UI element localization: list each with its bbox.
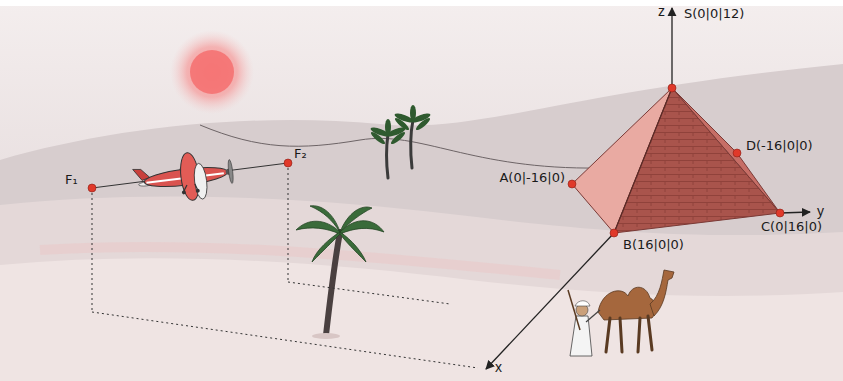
- background: [0, 0, 843, 6]
- coordinate-axes: [671, 8, 672, 88]
- point-label: S(0|0|12): [683, 6, 745, 21]
- background: [0, 258, 843, 381]
- background: [200, 125, 600, 168]
- point-label: F₁: [64, 172, 79, 187]
- airplane: [182, 190, 186, 194]
- small-palms: [393, 105, 431, 132]
- camel-and-rider: [586, 310, 600, 322]
- big-palm: [312, 232, 340, 262]
- camel-and-rider: [606, 316, 652, 352]
- big-palm: [340, 207, 372, 232]
- big-palm: [310, 206, 340, 232]
- airplane: [192, 163, 208, 200]
- camel-and-rider: [638, 318, 640, 352]
- big-palm: [296, 206, 384, 262]
- dotted-projection-lines: [92, 193, 93, 312]
- point-markers: [668, 84, 676, 92]
- axis-label: y: [816, 204, 825, 219]
- pyramid: [572, 88, 780, 233]
- point-markers: [733, 149, 741, 157]
- dotted-projection-lines: [92, 312, 478, 368]
- point-markers: [88, 84, 784, 237]
- coordinate-axes: [486, 233, 614, 369]
- small-palms: [411, 120, 413, 168]
- point-label: B(16|0|0): [622, 237, 685, 252]
- point-markers: [284, 159, 292, 167]
- airplane: [196, 188, 200, 192]
- background: [0, 196, 843, 381]
- airplane: [131, 147, 235, 207]
- airplane: [227, 159, 234, 183]
- point-markers: [568, 180, 576, 188]
- small-palms: [387, 134, 389, 178]
- coordinate-axes: [486, 8, 810, 369]
- camel-and-rider: [570, 316, 592, 356]
- camel-and-rider: [620, 318, 622, 352]
- small-palms: [369, 105, 431, 178]
- background: [40, 247, 560, 275]
- camel-and-rider: [575, 301, 590, 306]
- point-label: C(0|16|0): [760, 219, 823, 234]
- sun: [170, 30, 254, 114]
- camel-and-rider: [568, 290, 580, 330]
- big-palm: [312, 333, 340, 339]
- point-markers: [776, 209, 784, 217]
- dotted-projection-lines: [288, 282, 450, 304]
- big-palm: [326, 232, 340, 335]
- airplane: [183, 184, 198, 192]
- sun: [190, 50, 234, 94]
- axis-label: z: [657, 4, 666, 19]
- camel-and-rider: [606, 318, 610, 352]
- small-palms: [410, 105, 416, 121]
- coordinate-axes: [780, 212, 810, 213]
- small-palms: [369, 130, 386, 145]
- background: [0, 64, 843, 381]
- small-palms: [393, 116, 410, 131]
- axis-label: x: [494, 360, 503, 375]
- big-palm: [340, 232, 366, 262]
- point-label: D(-16|0|0): [745, 138, 814, 153]
- point-markers: [610, 229, 618, 237]
- dotted-projection-lines: [92, 168, 478, 368]
- small-palms: [385, 119, 391, 135]
- big-palm: [296, 206, 384, 339]
- sun: [170, 30, 254, 114]
- pyramid: [614, 88, 780, 233]
- point-label: A(0|-16|0): [498, 170, 566, 185]
- dotted-projection-lines: [288, 168, 289, 282]
- small-palms: [389, 130, 406, 145]
- camel-and-rider: [648, 316, 652, 350]
- point-label: F₂: [293, 146, 308, 161]
- camel-and-rider: [568, 270, 674, 356]
- camel-and-rider: [650, 270, 674, 316]
- point-markers: [88, 184, 96, 192]
- small-palms: [414, 116, 431, 131]
- pyramid: [614, 88, 672, 233]
